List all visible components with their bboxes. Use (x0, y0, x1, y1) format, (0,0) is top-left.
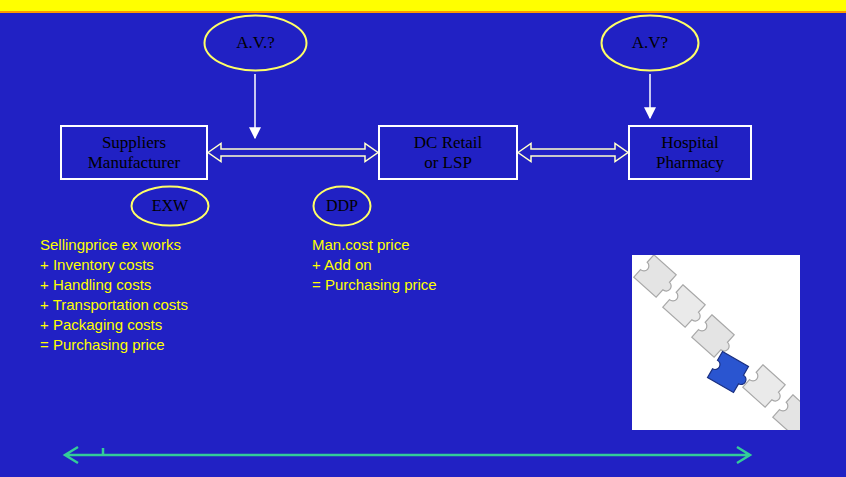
puzzle-piece (773, 395, 800, 430)
party-box: Suppliers Manufacturer (60, 125, 208, 180)
node-text: DC Retail or LSP (407, 133, 489, 172)
incoterm-ellipse: DDP (312, 185, 372, 227)
cost-line: + Inventory costs (40, 256, 154, 274)
cost-line: + Add on (312, 256, 372, 274)
ellipse-shape (132, 187, 209, 226)
party-box: Hospital Pharmacy (628, 125, 752, 180)
incoterm-ellipse: EXW (130, 185, 210, 227)
title-band (0, 0, 846, 12)
cost-line: Man.cost price (312, 236, 410, 254)
puzzle-piece (634, 255, 680, 301)
picture-ground (632, 255, 800, 430)
cost-line: + Handling costs (40, 276, 151, 294)
node-text: EXW (152, 197, 188, 215)
leader-arrow (649, 74, 651, 118)
node-text: Hospital Pharmacy (645, 133, 735, 172)
ellipse-shape (314, 187, 371, 226)
ellipse-shape (205, 16, 307, 71)
ellipse-shape (602, 16, 699, 71)
leader-arrow (254, 74, 256, 138)
node-text: DDP (326, 197, 358, 215)
puzzle-illustration (632, 255, 819, 441)
flow-arrow (518, 144, 628, 162)
chain-arrow (65, 447, 750, 463)
cost-line: = Purchasing price (40, 336, 165, 354)
node-text: A.V.? (236, 33, 274, 53)
cost-line: + Packaging costs (40, 316, 162, 334)
puzzle-piece (663, 285, 709, 331)
node-text: Suppliers Manufacturer (79, 133, 189, 172)
value-ellipse: A.V? (600, 14, 700, 72)
puzzle-piece (743, 365, 789, 411)
cost-line: + Transportation costs (40, 296, 188, 314)
node-text: A.V? (632, 33, 668, 53)
cost-line: = Purchasing price (312, 276, 437, 294)
cost-line: Sellingprice ex works (40, 236, 181, 254)
puzzle-piece (692, 315, 738, 361)
party-box: DC Retail or LSP (378, 125, 518, 180)
value-ellipse: A.V.? (203, 14, 308, 72)
title-band-edge (0, 11, 846, 13)
flow-arrow (208, 144, 378, 162)
